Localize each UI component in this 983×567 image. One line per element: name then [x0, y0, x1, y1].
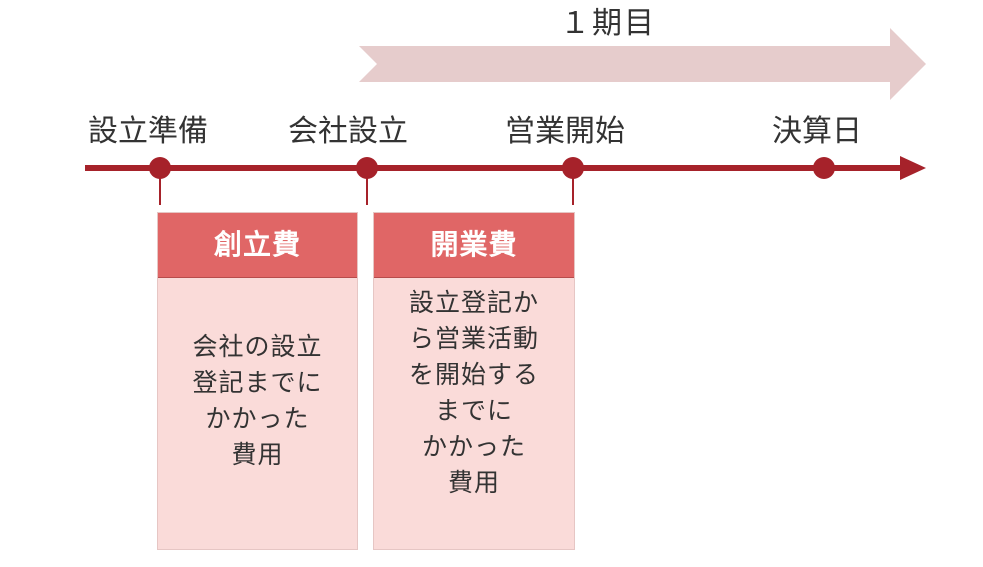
milestone-label-preparation: 設立準備	[88, 114, 208, 149]
organization-cost-description: 会社の設立 登記までに かかった 費用	[192, 332, 323, 469]
period-arrow-shape	[359, 28, 926, 100]
milestone-label-fiscal-year-end: 決算日	[772, 114, 862, 149]
period-arrow	[359, 28, 926, 100]
startup-cost-title: 開業費	[374, 213, 574, 278]
startup-cost-box: 開業費 設立登記か ら営業活動 を開始する までに かかった 費用	[373, 212, 575, 550]
organization-cost-title: 創立費	[158, 213, 357, 278]
milestone-dot-business-start	[562, 157, 584, 179]
milestone-dot-fiscal-year-end	[813, 157, 835, 179]
milestone-label-incorporation: 会社設立	[288, 114, 408, 149]
milestone-label-business-start: 営業開始	[505, 114, 625, 149]
milestone-dot-incorporation	[356, 157, 378, 179]
milestone-dot-preparation	[149, 157, 171, 179]
organization-cost-box: 創立費 会社の設立 登記までに かかった 費用	[157, 212, 358, 550]
period-label: １期目	[560, 6, 656, 41]
timeline	[85, 156, 926, 205]
startup-cost-description: 設立登記か ら営業活動 を開始する までに かかった 費用	[408, 288, 539, 497]
timeline-arrowhead	[900, 156, 926, 180]
